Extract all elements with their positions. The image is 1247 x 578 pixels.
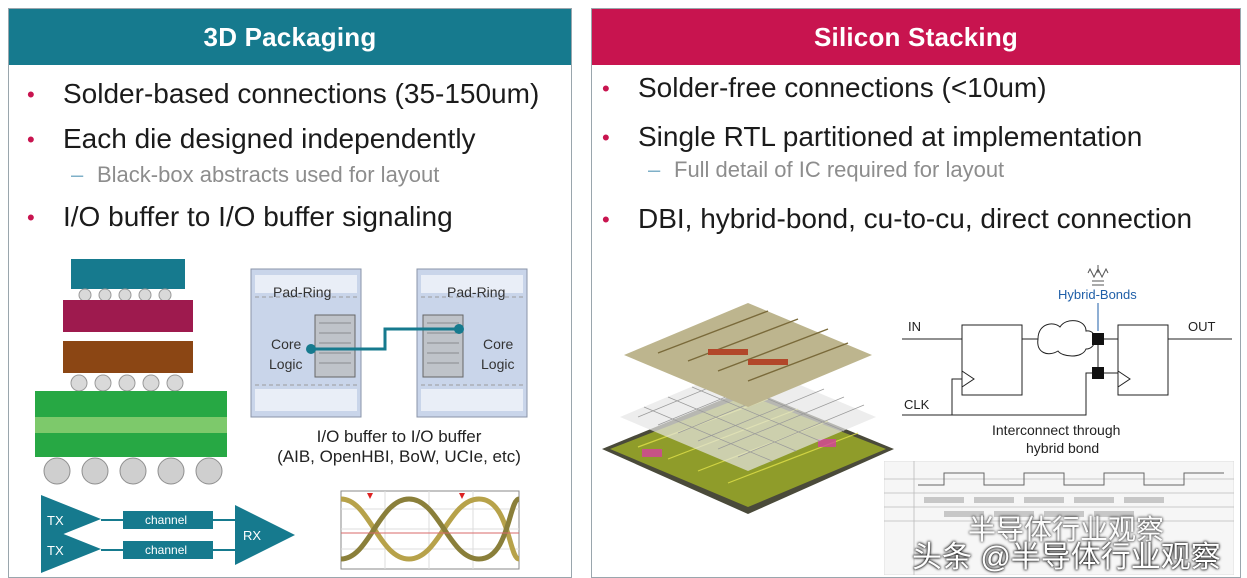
channel-label-1: channel [145,513,187,527]
clk-label: CLK [904,397,930,412]
top-die [71,259,185,289]
io-caption-line-1: I/O buffer to I/O buffer [316,427,482,446]
right-sub-bullet: – Full detail of IC required for layout [648,157,1005,183]
left-panel-header: 3D Packaging [9,9,571,65]
watermark-faint: 半导体行业观察 [968,514,1165,545]
grid-layer [620,363,876,471]
right-bullet-1: • Solder-free connections (<10um) [602,72,1047,104]
hybrid-bond-top [1092,333,1104,345]
tx-label-2: TX [47,543,64,558]
interconnect-caption-line-1: Interconnect through [992,422,1120,438]
out-label: OUT [1188,319,1216,334]
bullet-dot-icon: • [602,207,610,232]
rx-label: RX [243,528,261,543]
io-caption-line-2: (AIB, OpenHBI, BoW, UCIe, etc) [277,447,521,466]
middle-die [63,300,193,332]
left-bullet-1: • Solder-based connections (35-150um) [27,78,540,110]
padring-label-right: Pad-Ring [447,284,505,300]
flip-flop-right [1117,324,1169,396]
left-sub-bullet-text: Black-box abstracts used for layout [97,162,440,187]
right-bullet-2: • Single RTL partitioned at implementati… [602,121,1143,153]
io-caption: I/O buffer to I/O buffer (AIB, OpenHBI, … [259,427,539,467]
bottom-die [63,341,193,373]
watermark-main: 头条 @半导体行业观察 [912,541,1221,574]
tx-rx-channel-diagram: TX TX channel channel RX [41,495,295,573]
padring-diagram: Pad-Ring Pad-Ring Core Logic Core Logic [250,268,528,418]
sub-dash-icon: – [648,157,661,182]
flip-flop-left [961,324,1023,396]
right-bullet-3: • DBI, hybrid-bond, cu-to-cu, direct con… [602,203,1193,235]
right-bullet-3-text: DBI, hybrid-bond, cu-to-cu, direct conne… [638,203,1193,234]
hybrid-bond-circuit: Hybrid-Bonds IN OUT CLK Interconnect thr… [902,265,1232,456]
right-panel: Silicon Stacking • Solder-free connectio… [591,8,1241,578]
right-bullet-1-text: Solder-free connections (<10um) [638,72,1047,103]
bullet-dot-icon: • [602,76,610,101]
package-stack-illustration [35,259,227,485]
bullet-dot-icon: • [27,127,35,152]
hybrid-bonds-label: Hybrid-Bonds [1058,287,1137,302]
right-bullet-2-text: Single RTL partitioned at implementation [638,121,1143,152]
interconnect-caption-line-2: hybrid bond [1026,440,1099,456]
left-panel: 3D Packaging • Solder-based connections … [8,8,572,578]
right-panel-header: Silicon Stacking [592,9,1240,65]
io-link-line [311,327,459,351]
timing-waveform [884,461,1234,575]
stacked-die-illustration [602,303,894,514]
bullet-dot-icon: • [27,82,35,107]
channel-label-2: channel [145,543,187,557]
bullet-dot-icon: • [27,205,35,230]
right-sub-bullet-text: Full detail of IC required for layout [674,157,1005,182]
logic-cloud [1037,320,1096,357]
left-bullet-3: • I/O buffer to I/O buffer signaling [27,201,453,233]
padring-label-left: Pad-Ring [273,284,331,300]
sub-dash-icon: – [71,162,84,187]
left-sub-bullet: – Black-box abstracts used for layout [71,162,440,188]
in-label: IN [908,319,921,334]
left-bullet-1-text: Solder-based connections (35-150um) [63,78,540,109]
left-bullet-2-text: Each die designed independently [63,123,476,154]
eye-diagram [340,490,521,570]
left-bullet-2: • Each die designed independently [27,123,476,155]
hybrid-bond-bottom [1092,367,1104,379]
core-label-right: Core [483,336,514,352]
logic-label-right: Logic [481,356,514,372]
core-label-left: Core [271,336,302,352]
left-bullet-3-text: I/O buffer to I/O buffer signaling [63,201,453,232]
tx-label-1: TX [47,513,64,528]
bullet-dot-icon: • [602,125,610,150]
logic-label-left: Logic [269,356,302,372]
